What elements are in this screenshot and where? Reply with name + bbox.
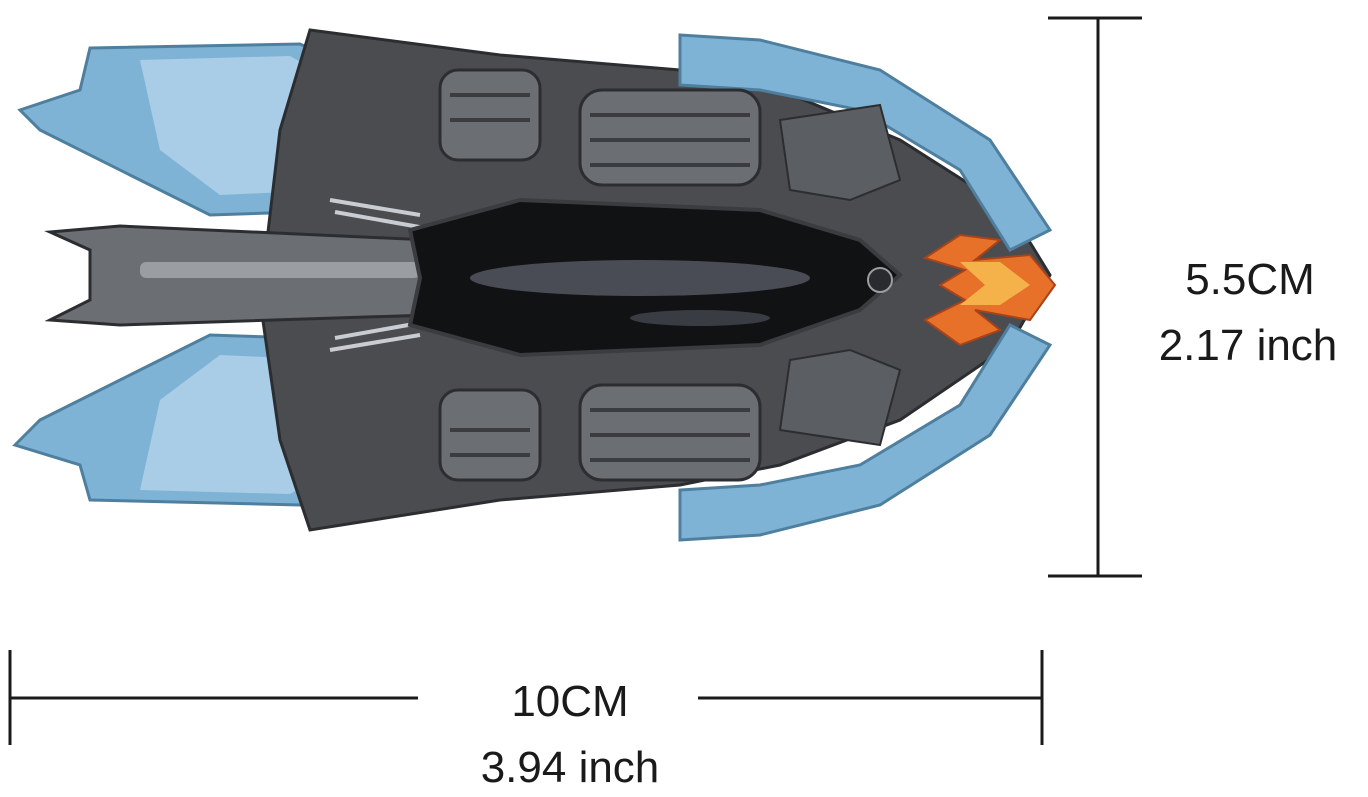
width-metric-label: 10CM: [511, 677, 629, 726]
wheel-rear-top: [438, 68, 542, 162]
vent-bottom: [778, 348, 902, 447]
width-dimension-line: [8, 650, 1044, 745]
height-dimension-line: [1048, 16, 1142, 578]
exhaust-highlight: [140, 262, 420, 278]
flame-decal: [922, 233, 1057, 347]
canopy-reflection-small: [630, 310, 770, 326]
nose-emblem: [867, 267, 893, 293]
height-metric-label: 5.5CM: [1185, 255, 1315, 304]
front-fender-bottom: [678, 323, 1053, 542]
wheel-front-top: [578, 88, 762, 187]
wheel-rear-bottom: [438, 388, 542, 482]
toy-car: [12, 28, 1057, 542]
wheel-front-bottom: [578, 383, 762, 482]
width-imperial-label: 3.94 inch: [480, 743, 660, 792]
silver-stripes: [329, 198, 426, 352]
vent-top: [778, 103, 902, 202]
front-fender-top: [678, 33, 1053, 252]
height-imperial-label: 2.17 inch: [1158, 321, 1338, 370]
canopy-reflection: [470, 260, 810, 296]
